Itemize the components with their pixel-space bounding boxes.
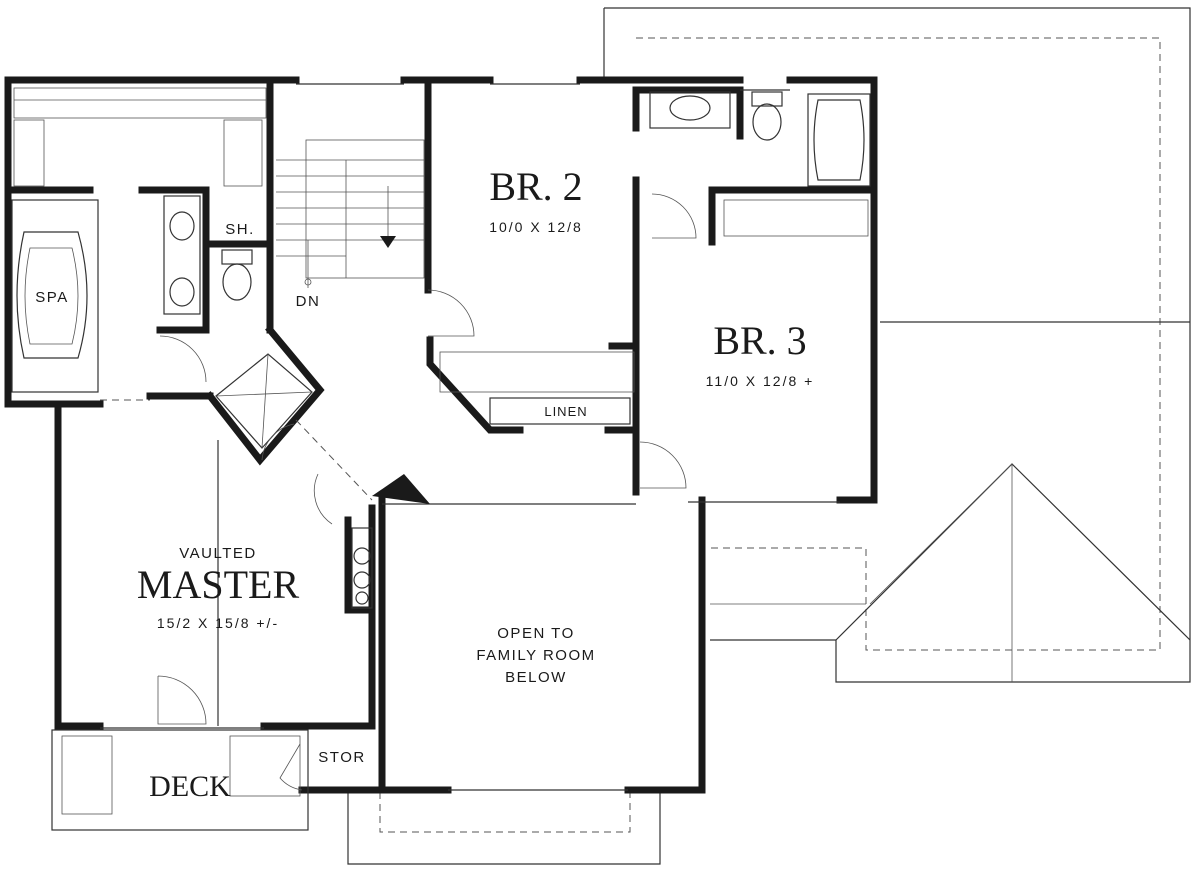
appliances — [351, 527, 373, 609]
spa-label: SPA — [35, 289, 68, 306]
walls — [4, 76, 878, 794]
stair-label: DN — [296, 293, 321, 310]
open-line3: BELOW — [505, 669, 567, 686]
br3-size: 11/0 X 12/8 + — [706, 373, 815, 389]
linen-closet — [489, 397, 631, 425]
master-prefix: VAULTED — [179, 545, 256, 562]
thin-lines — [100, 83, 840, 791]
master-label: MASTER — [137, 562, 300, 607]
shower-label: SH. — [225, 221, 255, 238]
spa-tub — [11, 199, 99, 393]
open-line1: OPEN TO — [497, 625, 574, 642]
storage-label: STOR — [318, 749, 365, 766]
master-sinks — [163, 195, 201, 315]
linen-label: LINEN — [544, 404, 587, 419]
master-shower — [215, 353, 313, 449]
deck — [51, 729, 309, 831]
stair — [276, 139, 425, 288]
br2-size: 10/0 X 12/8 — [489, 219, 583, 235]
hall-bath — [649, 91, 871, 187]
master-size: 15/2 X 15/8 +/- — [157, 615, 279, 631]
closet-shelving — [13, 87, 869, 393]
column-marker — [372, 474, 430, 504]
toilets — [221, 91, 783, 301]
door-swings — [100, 193, 697, 791]
deck-label: DECK — [149, 770, 231, 803]
porch-outline — [347, 792, 661, 865]
br2-label: BR. 2 — [489, 164, 582, 209]
roof-outline — [603, 7, 1191, 683]
br3-label: BR. 3 — [713, 318, 806, 363]
open-line2: FAMILY ROOM — [476, 647, 595, 664]
